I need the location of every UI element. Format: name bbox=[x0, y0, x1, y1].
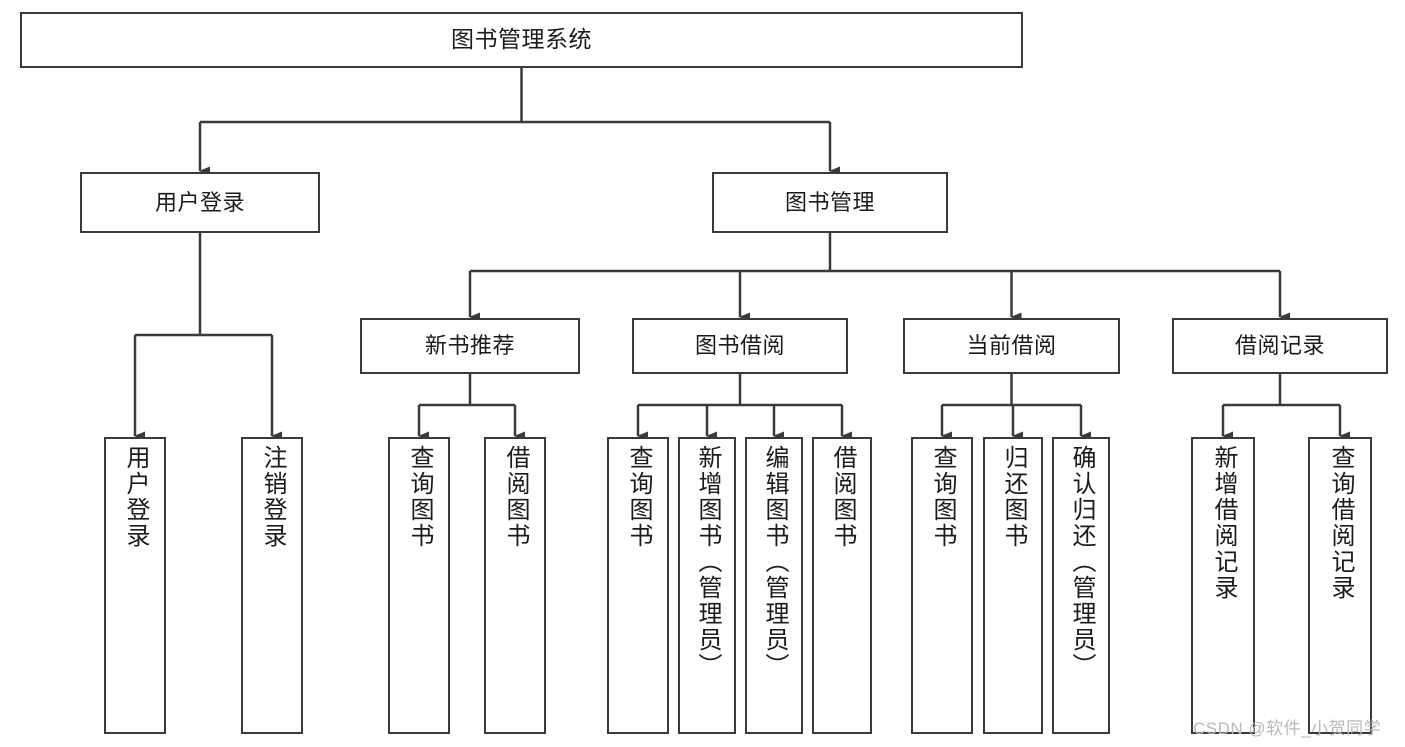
node-l3-query-book-c[interactable]: 查询图书 bbox=[911, 437, 973, 734]
node-l2-book-borrow[interactable]: 图书借阅 bbox=[632, 318, 848, 374]
node-l1-user-login[interactable]: 用户登录 bbox=[80, 172, 320, 233]
node-label: 查询借阅记录 bbox=[1327, 445, 1354, 601]
node-label: 查询图书 bbox=[406, 445, 433, 549]
node-label: 图书管理系统 bbox=[451, 26, 592, 53]
node-label: 借阅图书 bbox=[502, 445, 529, 549]
node-l3-query-book-b[interactable]: 查询图书 bbox=[607, 437, 669, 734]
node-label: 借阅记录 bbox=[1234, 333, 1325, 359]
node-label: 新书推荐 bbox=[424, 333, 515, 359]
edge-paths bbox=[133, 68, 1350, 441]
node-label: 用户登录 bbox=[154, 189, 245, 215]
node-l3-user-login[interactable]: 用户登录 bbox=[104, 437, 166, 734]
node-label: 新增图书（管理员） bbox=[694, 445, 721, 679]
node-label: 归还图书 bbox=[1000, 445, 1027, 549]
node-label: 图书借阅 bbox=[694, 333, 785, 359]
node-l3-logout[interactable]: 注销登录 bbox=[241, 437, 303, 734]
node-label: 新增借阅记录 bbox=[1210, 445, 1237, 601]
node-label: 用户登录 bbox=[122, 445, 149, 549]
node-label: 当前借阅 bbox=[966, 333, 1057, 359]
node-l3-confirm-return[interactable]: 确认归还（管理员） bbox=[1052, 437, 1110, 734]
node-l2-current-borrow[interactable]: 当前借阅 bbox=[903, 318, 1120, 374]
node-l3-query-record[interactable]: 查询借阅记录 bbox=[1308, 437, 1372, 734]
node-label: 借阅图书 bbox=[829, 445, 856, 549]
node-l2-new-book-rec[interactable]: 新书推荐 bbox=[360, 318, 580, 374]
node-label: 确认归还（管理员） bbox=[1068, 445, 1095, 679]
node-label: 注销登录 bbox=[259, 445, 286, 549]
node-l3-add-book[interactable]: 新增图书（管理员） bbox=[678, 437, 736, 734]
node-label: 编辑图书（管理员） bbox=[761, 445, 788, 679]
node-l3-query-book-a[interactable]: 查询图书 bbox=[388, 437, 450, 734]
node-l3-edit-book[interactable]: 编辑图书（管理员） bbox=[745, 437, 803, 734]
node-l3-add-record[interactable]: 新增借阅记录 bbox=[1191, 437, 1255, 734]
node-l1-book-mgmt[interactable]: 图书管理 bbox=[712, 172, 948, 233]
node-l3-return-book[interactable]: 归还图书 bbox=[983, 437, 1043, 734]
node-l3-borrow-book-b[interactable]: 借阅图书 bbox=[812, 437, 872, 734]
node-label: 查询图书 bbox=[625, 445, 652, 549]
node-label: 查询图书 bbox=[929, 445, 956, 549]
node-label: 图书管理 bbox=[784, 189, 875, 215]
node-root[interactable]: 图书管理系统 bbox=[20, 12, 1023, 68]
watermark-text: CSDN @软件_小贺同学 bbox=[1193, 719, 1382, 738]
node-l2-borrow-record[interactable]: 借阅记录 bbox=[1172, 318, 1388, 374]
node-l3-borrow-book-a[interactable]: 借阅图书 bbox=[484, 437, 546, 734]
